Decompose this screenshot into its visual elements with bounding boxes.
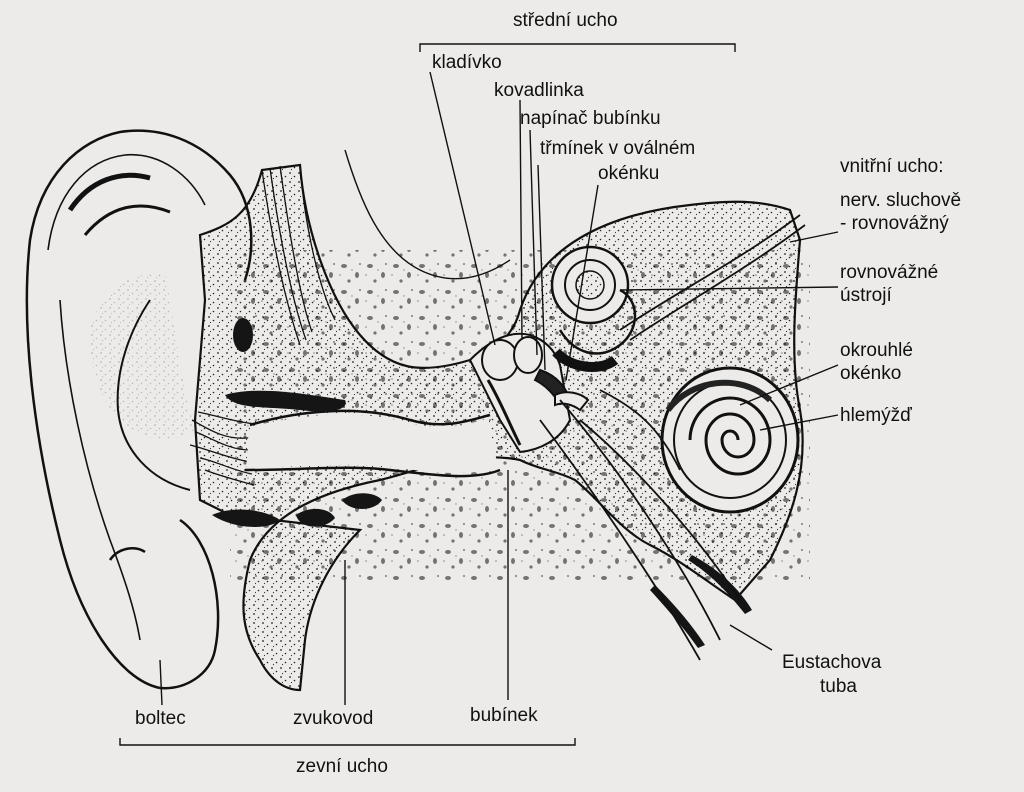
label-nerve-1: nerv. sluchově — [840, 190, 962, 211]
label-round-window-2: okénko — [840, 363, 902, 384]
label-inner-ear: vnitřní ucho: — [840, 156, 944, 177]
label-vestibular-1: rovnovážné — [840, 262, 939, 283]
ear-canal — [244, 409, 501, 478]
label-incus: kovadlinka — [494, 80, 584, 101]
ossicles — [481, 336, 590, 412]
label-pinna: boltec — [135, 708, 186, 729]
label-nerve-2: - rovnovážný — [840, 213, 949, 234]
label-middle-ear: střední ucho — [513, 10, 618, 31]
eardrum-membrane — [486, 379, 522, 446]
label-eustachian-1: Eustachova — [782, 652, 882, 673]
label-tensor: napínač bubínku — [520, 108, 661, 129]
label-malleus: kladívko — [432, 52, 502, 73]
cochlea — [660, 366, 800, 514]
label-stapes-1: třmínek v oválném — [540, 138, 696, 159]
label-canal: zvukovod — [293, 708, 374, 729]
label-eustachian-2: tuba — [820, 676, 857, 697]
label-vestibular-2: ústrojí — [840, 285, 892, 306]
nerve-and-tube — [539, 214, 806, 661]
label-stapes-2: okénku — [598, 163, 660, 184]
label-cochlea: hlemýžď — [840, 405, 912, 426]
leader-lines — [119, 43, 839, 746]
label-eardrum: bubínek — [470, 705, 538, 726]
label-outer-ear: zevní ucho — [296, 756, 388, 777]
label-round-window-1: okrouhlé — [840, 340, 913, 361]
